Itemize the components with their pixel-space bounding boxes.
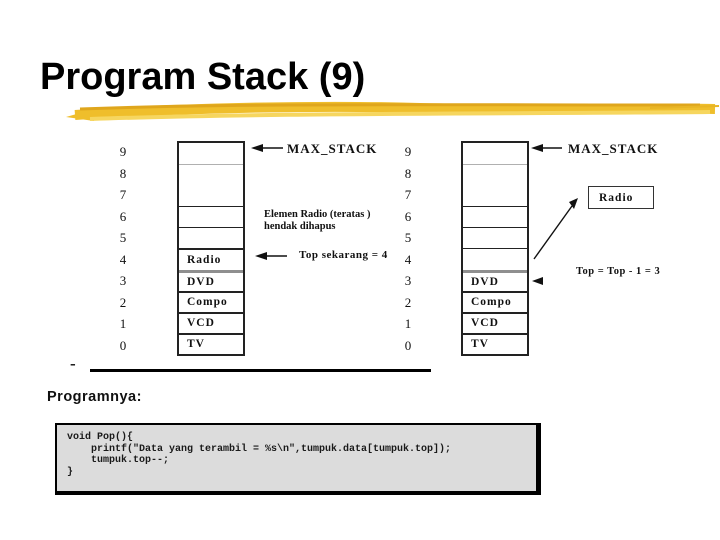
index-label: 5: [119, 230, 127, 245]
index-label: 0: [119, 337, 127, 353]
popped-radio-box: Radio: [588, 186, 654, 209]
code-line: void Pop(){: [67, 432, 134, 443]
stack-cell: [463, 206, 527, 227]
stack-cell: DVD: [179, 269, 243, 291]
stack-cell: [179, 164, 243, 185]
max-stack-label-left: MAX_STACK: [287, 141, 378, 156]
stack-before-box: Radio DVD Compo VCD TV: [177, 141, 245, 356]
index-label: 0: [404, 337, 412, 353]
top-sekarang-label: Top sekarang = 4: [299, 249, 388, 261]
index-label: 6: [404, 208, 412, 224]
stack-before-index-column: 9 8 7 6 5 4 3 2 1 0: [110, 141, 136, 356]
stack-cell: Compo: [463, 290, 527, 312]
index-label: 7: [119, 187, 127, 202]
stack-cell: [463, 248, 527, 269]
max-stack-label-right: MAX_STACK: [568, 141, 659, 156]
index-label: 5: [404, 230, 412, 245]
code-line: tumpuk.top--;: [67, 455, 170, 466]
stack-cell: DVD: [463, 269, 527, 291]
popped-radio-label: Radio: [599, 191, 634, 204]
pop-diagonal-arrow-icon: [533, 198, 578, 260]
index-label: 1: [404, 316, 412, 331]
stack-cell: TV: [179, 332, 243, 354]
index-label: 3: [404, 273, 412, 288]
stack-cell: VCD: [179, 311, 243, 333]
stack-cell: [463, 227, 527, 248]
stack-after-index-column: 9 8 7 6 5 4 3 2 1 0: [395, 141, 421, 356]
index-label: 3: [119, 273, 127, 288]
index-label: 8: [119, 165, 127, 181]
top-after-label: Top = Top - 1 = 3: [576, 266, 661, 277]
top-after-arrow-icon: [532, 277, 543, 285]
stack-cell: [179, 227, 243, 248]
note-elemen-radio: Elemen Radio (teratas ) hendak dihapus: [264, 209, 370, 233]
note-line1: Elemen Radio (teratas ): [264, 209, 371, 220]
note-line2: hendak dihapus: [264, 221, 336, 232]
max-stack-arrow-left-icon: [251, 144, 283, 152]
brush-stroke: [66, 101, 720, 121]
max-stack-arrow-right-icon: [531, 144, 562, 152]
top-sekarang-arrow-icon: [255, 252, 287, 260]
divider-line: [90, 369, 431, 372]
program-heading: Programnya:: [47, 389, 142, 405]
stack-after-box: DVD Compo VCD TV: [461, 141, 529, 356]
stack-cell: VCD: [463, 311, 527, 333]
index-label: 4: [119, 251, 127, 267]
code-box: void Pop(){ printf("Data yang terambil =…: [55, 423, 541, 495]
index-label: 9: [119, 144, 127, 159]
stack-cell: [179, 206, 243, 227]
index-label: 8: [404, 165, 412, 181]
stack-cell: Compo: [179, 290, 243, 312]
page-title: Program Stack (9): [40, 56, 366, 98]
index-label: 4: [404, 251, 412, 267]
stack-cell: Radio: [179, 248, 243, 269]
index-label: 9: [404, 144, 412, 159]
stack-cell: [179, 185, 243, 206]
stack-cell: TV: [463, 332, 527, 354]
stack-cell: [179, 143, 243, 164]
stack-cell: [463, 164, 527, 185]
index-label: 2: [404, 294, 412, 310]
bullet-dash: -: [70, 354, 76, 373]
code-line: }: [67, 466, 74, 478]
index-label: 6: [119, 208, 127, 224]
stack-cell: [463, 185, 527, 206]
stack-cell: [463, 143, 527, 164]
index-label: 7: [404, 187, 412, 202]
code-line: printf("Data yang terambil = %s\n",tumpu…: [67, 443, 452, 455]
index-label: 1: [119, 316, 127, 331]
index-label: 2: [119, 294, 127, 310]
